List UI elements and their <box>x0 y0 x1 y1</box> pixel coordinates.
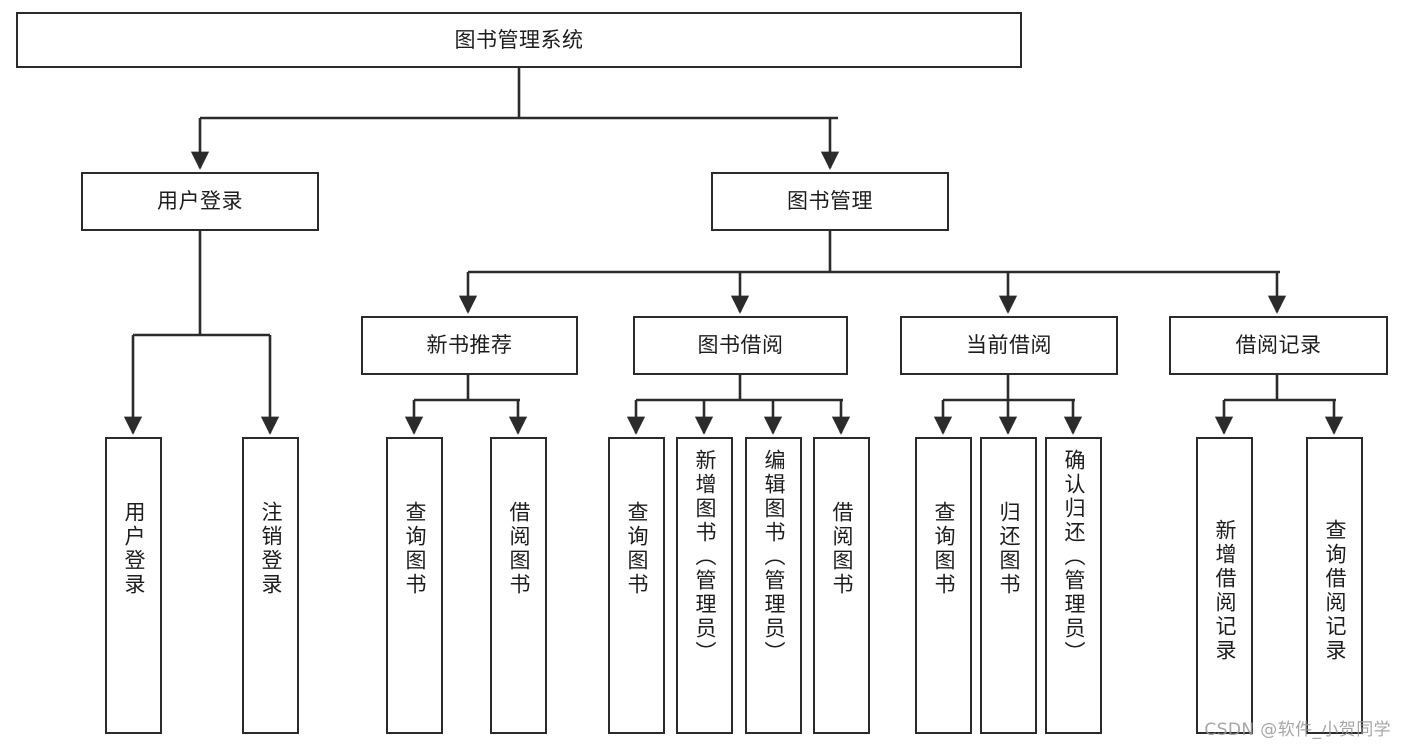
leaf-current-return-book[interactable]: 归还图书 <box>980 437 1037 734</box>
leaf-record-query-record[interactable]: 查询借阅记录 <box>1306 437 1363 734</box>
node-book-management-system[interactable]: 图书管理系统 <box>16 12 1022 68</box>
node-label: 注销登录 <box>259 501 283 597</box>
node-label: 图书借阅 <box>697 333 784 358</box>
node-label: 编辑图书（管理员） <box>762 449 786 665</box>
node-book-management[interactable]: 图书管理 <box>711 172 949 231</box>
leaf-current-confirm-return-admin[interactable]: 确认归还（管理员） <box>1045 437 1102 734</box>
watermark: CSDN @软件_小贺同学 <box>1204 720 1391 740</box>
leaf-user-login-login[interactable]: 用户登录 <box>105 437 162 734</box>
leaf-borrow-edit-book-admin[interactable]: 编辑图书（管理员） <box>745 437 802 734</box>
node-label: 借阅图书 <box>507 501 531 597</box>
leaf-borrow-borrow-book[interactable]: 借阅图书 <box>813 437 870 734</box>
node-label: 图书管理 <box>787 189 873 214</box>
node-label: 借阅记录 <box>1235 333 1322 358</box>
node-label: 用户登录 <box>122 501 146 597</box>
node-label: 查询图书 <box>932 501 956 597</box>
node-label: 新增图书（管理员） <box>693 449 717 665</box>
node-label: 确认归还（管理员） <box>1062 449 1086 665</box>
node-label: 图书管理系统 <box>454 27 584 52</box>
node-label: 新书推荐 <box>426 333 513 358</box>
node-label: 查询图书 <box>625 501 649 597</box>
node-new-book-recommend[interactable]: 新书推荐 <box>361 316 578 375</box>
node-label: 新增借阅记录 <box>1213 519 1237 663</box>
leaf-user-login-logout[interactable]: 注销登录 <box>242 437 299 734</box>
node-book-borrow[interactable]: 图书借阅 <box>633 316 848 375</box>
node-label: 借阅图书 <box>830 501 854 597</box>
node-borrow-record[interactable]: 借阅记录 <box>1169 316 1388 375</box>
node-label: 用户登录 <box>157 189 243 214</box>
node-current-borrow[interactable]: 当前借阅 <box>900 316 1118 375</box>
node-label: 当前借阅 <box>966 333 1052 358</box>
leaf-record-add-record[interactable]: 新增借阅记录 <box>1196 437 1253 734</box>
leaf-borrow-add-book-admin[interactable]: 新增图书（管理员） <box>676 437 733 734</box>
leaf-borrow-query-book[interactable]: 查询图书 <box>608 437 665 734</box>
node-label: 归还图书 <box>997 501 1021 597</box>
node-user-login[interactable]: 用户登录 <box>81 172 319 231</box>
node-label: 查询图书 <box>403 501 427 597</box>
node-label: 查询借阅记录 <box>1323 519 1347 663</box>
leaf-new-book-borrow-book[interactable]: 借阅图书 <box>490 437 547 734</box>
leaf-current-query-book[interactable]: 查询图书 <box>915 437 972 734</box>
leaf-new-book-query-book[interactable]: 查询图书 <box>386 437 443 734</box>
